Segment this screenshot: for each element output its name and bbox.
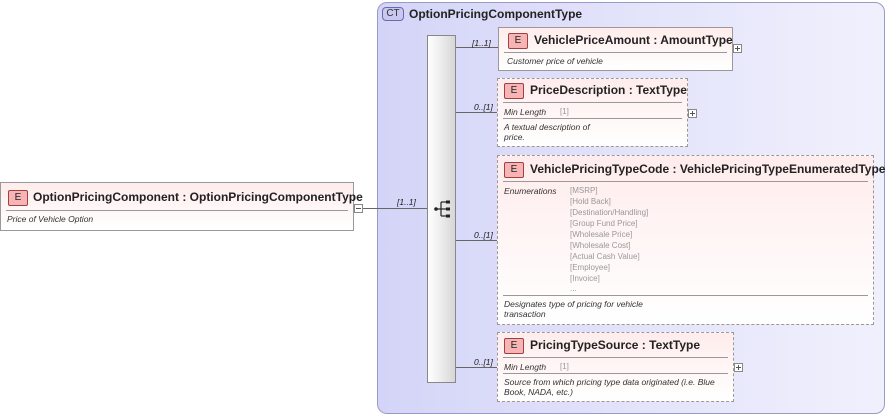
- complex-type-badge: CT: [382, 7, 404, 21]
- facet-label: Min Length: [504, 362, 547, 372]
- child-cardinality: 0..[1]: [474, 357, 493, 367]
- divider: [6, 210, 348, 211]
- element-badge: E: [504, 162, 524, 178]
- divider: [503, 295, 868, 296]
- element-title: PriceDescription : TextType: [530, 83, 687, 97]
- element-title: PricingTypeSource : TextType: [530, 338, 701, 352]
- sequence-icon: [434, 200, 450, 218]
- element-doc-line: Designates type of pricing for vehicle: [504, 299, 643, 309]
- element-vehicle-price-amount[interactable]: E VehiclePriceAmount : AmountType Custom…: [498, 27, 733, 71]
- child-connector: [456, 367, 498, 368]
- divider: [503, 118, 682, 119]
- facet-label: Enumerations: [504, 186, 557, 196]
- element-doc-line: Book, NADA, etc.): [504, 387, 573, 397]
- enumeration-value: [Invoice]: [570, 274, 600, 283]
- root-element-title: OptionPricingComponent : OptionPricingCo…: [33, 190, 363, 204]
- root-element[interactable]: E OptionPricingComponent : OptionPricing…: [0, 182, 363, 231]
- enumeration-value: ...: [570, 284, 577, 293]
- enumeration-value: [Destination/Handling]: [570, 208, 649, 217]
- expand-toggle-icon[interactable]: [734, 363, 743, 372]
- child-connector: [456, 112, 498, 113]
- child-cardinality: 0..[1]: [474, 230, 493, 240]
- enumeration-value: [MSRP]: [570, 186, 598, 195]
- divider: [503, 181, 868, 182]
- element-doc-line: A textual description of: [504, 122, 590, 132]
- root-connector: [363, 208, 427, 209]
- element-doc-line: transaction: [504, 309, 546, 319]
- enumeration-value: [Employee]: [570, 263, 611, 272]
- enumeration-value: [Hold Back]: [570, 197, 611, 206]
- element-badge: E: [504, 83, 524, 99]
- element-badge: E: [8, 190, 28, 206]
- child-connector: [456, 47, 498, 48]
- element-doc-line: Source from which pricing type data orig…: [504, 377, 715, 387]
- element-vehicle-pricing-type-code[interactable]: E VehiclePricingTypeCode : VehiclePricin…: [497, 155, 885, 325]
- divider: [503, 357, 728, 358]
- child-cardinality: [1..1]: [472, 38, 491, 48]
- expand-toggle-icon[interactable]: [688, 109, 697, 118]
- divider: [504, 52, 727, 53]
- child-connector: [456, 240, 498, 241]
- child-cardinality: 0..[1]: [474, 102, 493, 112]
- divider: [503, 102, 682, 103]
- expand-toggle-icon[interactable]: [733, 44, 742, 53]
- facet-value: [1]: [560, 362, 569, 371]
- complex-type-title: OptionPricingComponentType: [409, 7, 583, 21]
- enumeration-value: [Group Fund Price]: [570, 219, 638, 228]
- element-title: VehiclePricingTypeCode : VehiclePricingT…: [530, 162, 886, 176]
- element-title: VehiclePriceAmount : AmountType: [534, 33, 733, 47]
- element-doc: Customer price of vehicle: [507, 56, 603, 66]
- element-badge: E: [504, 338, 524, 354]
- root-element-doc: Price of Vehicle Option: [7, 214, 94, 224]
- element-badge: E: [508, 33, 528, 49]
- element-doc-line: price.: [504, 132, 525, 142]
- facet-value: [1]: [560, 107, 569, 116]
- collapse-toggle-icon[interactable]: [354, 204, 363, 213]
- divider: [503, 373, 728, 374]
- element-price-description[interactable]: E PriceDescription : TextType Min Length…: [497, 78, 688, 147]
- enumeration-value: [Wholesale Price]: [570, 230, 633, 239]
- enumeration-value: [Wholesale Cost]: [570, 241, 631, 250]
- enumeration-value: [Actual Cash Value]: [570, 252, 640, 261]
- facet-label: Min Length: [504, 107, 547, 117]
- root-cardinality: [1..1]: [397, 197, 416, 207]
- element-pricing-type-source[interactable]: E PricingTypeSource : TextType Min Lengt…: [497, 332, 734, 402]
